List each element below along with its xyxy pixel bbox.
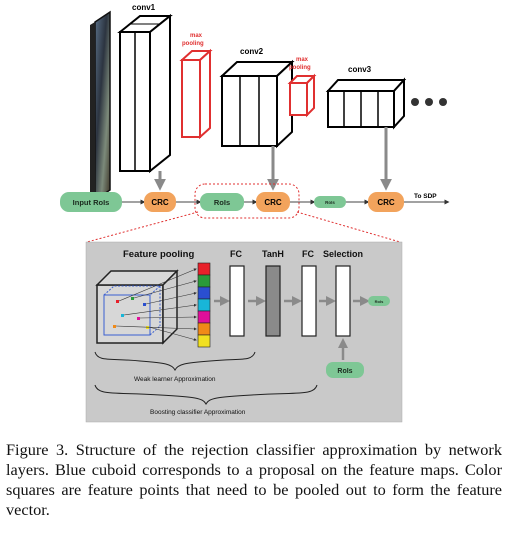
max-pooling-2-label-a: max: [296, 57, 309, 63]
max-pooling-2-label-b: pooling: [289, 65, 311, 71]
architecture-diagram: conv1 max pooling conv2 max pooling conv…: [60, 3, 450, 423]
layer-bars: [214, 265, 370, 360]
conv2-label: conv2: [240, 47, 264, 56]
boosting-label: Boosting classifier Approximation: [150, 409, 246, 416]
boosting-brace: Boosting classifier Approximation: [94, 384, 318, 416]
feature-vector-squares: [197, 262, 211, 348]
to-sdp-label: To SDP: [414, 193, 437, 200]
rois-node-1: RoIs: [200, 193, 244, 211]
zoom-lines: [86, 211, 401, 243]
detail-panel: Feature pooling FC TanH FC Selection: [85, 241, 403, 423]
max-pooling-1-label-a: max: [190, 33, 203, 39]
weak-learner-label: Weak learner Approximation: [134, 376, 216, 383]
crc-3-label: CRC: [377, 198, 395, 207]
input-rois-label: Input RoIs: [73, 198, 110, 207]
crc-node-2: CRC: [256, 192, 290, 212]
conv1-label: conv1: [132, 3, 156, 12]
max-pooling-1: max pooling: [179, 33, 213, 140]
fc-1-title: FC: [230, 249, 242, 259]
feature-pooling-title: Feature pooling: [123, 249, 194, 260]
ellipsis-dots: [411, 98, 447, 106]
max-pooling-1-label-b: pooling: [182, 41, 204, 47]
rois-1-label: RoIs: [214, 198, 230, 207]
figure-caption: Figure 3. Structure of the rejection cla…: [6, 440, 502, 519]
conv3-block: conv3: [325, 65, 407, 130]
weak-learner-brace: Weak learner Approximation: [94, 351, 256, 383]
max-pooling-2: max pooling: [287, 57, 317, 118]
rois-small-label: RoIs: [325, 200, 335, 205]
tanh-title: TanH: [262, 249, 284, 259]
fc-2-bar: [301, 265, 317, 337]
fc-2-title: FC: [302, 249, 314, 259]
conv3-label: conv3: [348, 65, 372, 74]
feature-map-cube: [95, 268, 197, 345]
selection-bar: [335, 265, 351, 337]
input-image: [90, 10, 111, 203]
rois-bottom-label: RoIs: [337, 368, 352, 375]
conv2-block: conv2: [219, 47, 295, 149]
tanh-bar: [265, 265, 281, 337]
rois-node-small: RoIs: [314, 196, 346, 208]
crc-1-label: CRC: [151, 198, 169, 207]
crc-node-3: CRC: [368, 192, 404, 212]
pool-arrows: [115, 268, 197, 341]
crc-2-label: CRC: [264, 198, 282, 207]
input-rois-node: Input RoIs: [60, 192, 122, 212]
dashed-highlight: [194, 183, 300, 219]
crc-node-1: CRC: [144, 192, 176, 212]
rois-out-label: RoIs: [375, 299, 384, 304]
rois-bottom-node: RoIs: [326, 362, 364, 378]
feature-arrows: [154, 127, 392, 191]
feature-points: [113, 297, 149, 329]
rois-out-node: RoIs: [368, 296, 390, 306]
conv1-block: conv1: [117, 3, 173, 174]
fc-1-bar: [229, 265, 245, 337]
selection-title: Selection: [323, 249, 363, 259]
